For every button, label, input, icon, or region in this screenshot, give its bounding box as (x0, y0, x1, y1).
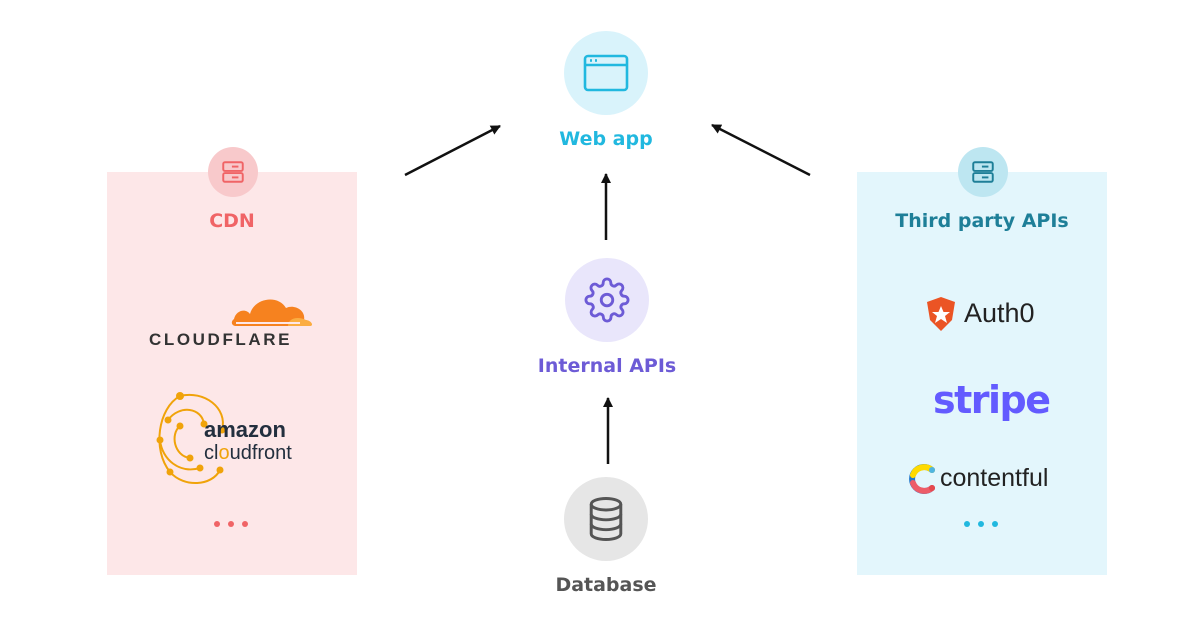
cdn-more-ellipsis (214, 521, 248, 527)
database-label: Database (555, 574, 657, 596)
third-party-label: Third party APIs (895, 210, 1069, 232)
browser-window-icon (583, 54, 629, 92)
third-party-more-ellipsis (964, 521, 998, 527)
third-party-badge (958, 147, 1008, 197)
cloudflare-logo: CLOUDFLARE (149, 330, 293, 349)
internal-apis-label: Internal APIs (537, 355, 677, 377)
database-icon (589, 496, 623, 542)
contentful-c-icon (909, 464, 935, 494)
cloudflare-cloud-icon (231, 299, 313, 326)
cloudfront-text-a: cl (204, 442, 219, 464)
stripe-logo: stripe (933, 378, 1051, 422)
auth0-shield-icon (927, 297, 955, 331)
amazon-cloudfront-logo-line1: amazon (204, 417, 286, 442)
cdn-badge (208, 147, 258, 197)
database-node (564, 477, 648, 561)
internal-apis-node (565, 258, 649, 342)
contentful-logo: contentful (940, 464, 1049, 492)
cloudfront-network-icon (156, 392, 226, 485)
web-app-label: Web app (559, 128, 653, 150)
server-icon (972, 161, 994, 183)
third-party-panel (857, 172, 1107, 575)
cdn-panel (107, 172, 357, 575)
cdn-label: CDN (209, 210, 255, 232)
amazon-cloudfront-logo-line2: cloudfront (204, 442, 292, 465)
arrow-cdn-to-web-app (404, 124, 501, 177)
gear-icon (584, 277, 630, 323)
auth0-logo: Auth0 (964, 298, 1035, 328)
arrow-third-party-to-web-app (711, 123, 811, 177)
web-app-node (564, 31, 648, 115)
cloudfront-text-b: udfront (229, 442, 292, 464)
cloudfront-text-accent: o (218, 442, 230, 464)
server-icon (222, 161, 244, 183)
